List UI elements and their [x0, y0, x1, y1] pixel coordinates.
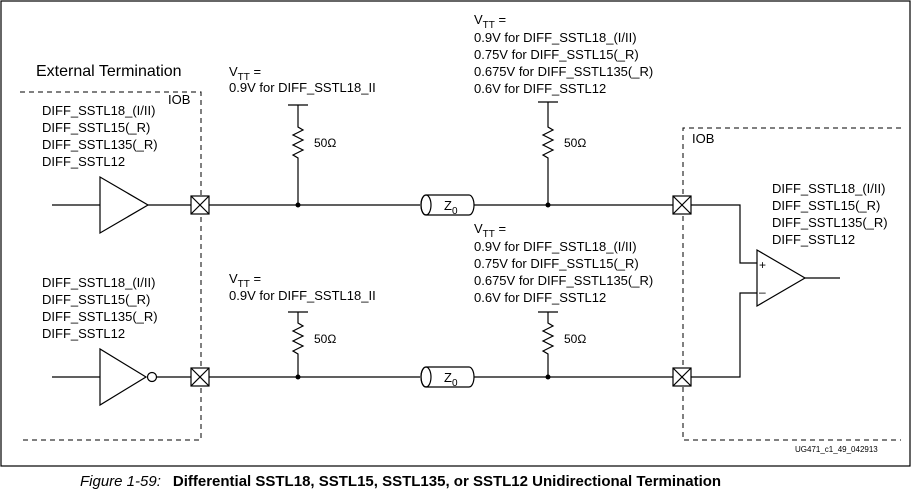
svg-text:DIFF_SSTL135(_R): DIFF_SSTL135(_R) [772, 215, 888, 230]
svg-text:Z0: Z0 [444, 370, 458, 389]
svg-text:DIFF_SSTL135(_R): DIFF_SSTL135(_R) [42, 137, 158, 152]
svg-text:DIFF_SSTL12: DIFF_SSTL12 [42, 326, 125, 341]
receiver-standards: DIFF_SSTL18_(I/II) DIFF_SSTL15(_R) DIFF_… [772, 181, 888, 247]
external-termination-label: External Termination [36, 63, 182, 80]
figure-border [0, 0, 911, 467]
bottom-transmission-line: Z0 [420, 366, 475, 389]
left-iob-label: IOB [168, 92, 190, 107]
resistor-top-source [288, 104, 308, 205]
watermark: CSDN @怪小庄吖 [788, 477, 902, 494]
svg-text:DIFF_SSTL18_(I/II): DIFF_SSTL18_(I/II) [772, 181, 885, 196]
svg-text:0.675V for DIFF_SSTL135(_R): 0.675V for DIFF_SSTL135(_R) [474, 273, 653, 288]
right-iob-boundary [682, 127, 901, 441]
bottom-driver-buffer [99, 347, 148, 407]
top-receiver-wire [691, 204, 757, 264]
receiver-plus-sign: + [759, 258, 766, 272]
vtt-label-top-receiver: VTT = 0.9V for DIFF_SSTL18_(I/II) 0.75V … [474, 12, 653, 96]
top-transmission-line: Z0 [420, 194, 475, 217]
bottom-right-pad [672, 367, 692, 387]
svg-text:0.75V for DIFF_SSTL15(_R): 0.75V for DIFF_SSTL15(_R) [474, 256, 639, 271]
svg-text:DIFF_SSTL15(_R): DIFF_SSTL15(_R) [42, 292, 150, 307]
svg-text:0.9V for DIFF_SSTL18_II: 0.9V for DIFF_SSTL18_II [229, 288, 376, 303]
bottom-left-pad [190, 367, 210, 387]
top-right-pad [672, 195, 692, 215]
top-left-pad [190, 195, 210, 215]
svg-text:0.6V for DIFF_SSTL12: 0.6V for DIFF_SSTL12 [474, 290, 606, 305]
svg-text:VTT =: VTT = [474, 12, 506, 31]
bottom-receiver-wire [691, 292, 757, 378]
resistor-label-top-source: 50Ω [314, 136, 336, 150]
svg-text:DIFF_SSTL18_(I/II): DIFF_SSTL18_(I/II) [42, 103, 155, 118]
resistor-label-bottom-receiver: 50Ω [564, 332, 586, 346]
resistor-top-receiver [538, 101, 558, 205]
svg-text:VTT =: VTT = [229, 64, 261, 83]
resistor-label-top-receiver: 50Ω [564, 136, 586, 150]
figure-caption: Figure 1-59:Differential SSTL18, SSTL15,… [80, 473, 721, 490]
svg-text:Z0: Z0 [444, 198, 458, 217]
svg-text:DIFF_SSTL12: DIFF_SSTL12 [42, 154, 125, 169]
svg-text:0.75V for DIFF_SSTL15(_R): 0.75V for DIFF_SSTL15(_R) [474, 47, 639, 62]
svg-text:0.9V for DIFF_SSTL18_(I/II): 0.9V for DIFF_SSTL18_(I/II) [474, 239, 637, 254]
vtt-label-bottom-receiver: VTT = 0.9V for DIFF_SSTL18_(I/II) 0.75V … [474, 221, 653, 305]
svg-text:DIFF_SSTL15(_R): DIFF_SSTL15(_R) [42, 120, 150, 135]
figure-id-tag: UG471_c1_49_042913 [795, 445, 878, 454]
inversion-bubble [146, 371, 158, 383]
svg-text:DIFF_SSTL15(_R): DIFF_SSTL15(_R) [772, 198, 880, 213]
driver-standards-bottom: DIFF_SSTL18_(I/II) DIFF_SSTL15(_R) DIFF_… [42, 275, 158, 341]
svg-text:DIFF_SSTL135(_R): DIFF_SSTL135(_R) [42, 309, 158, 324]
svg-text:0.675V for DIFF_SSTL135(_R): 0.675V for DIFF_SSTL135(_R) [474, 64, 653, 79]
differential-receiver [756, 248, 807, 308]
resistor-label-bottom-source: 50Ω [314, 332, 336, 346]
svg-text:DIFF_SSTL18_(I/II): DIFF_SSTL18_(I/II) [42, 275, 155, 290]
top-driver-buffer [99, 175, 150, 235]
vtt-label-top-source: VTT = 0.9V for DIFF_SSTL18_II [229, 64, 376, 95]
resistor-bottom-source [288, 311, 308, 377]
vtt-label-bottom-source: VTT = 0.9V for DIFF_SSTL18_II [229, 271, 376, 303]
svg-text:0.6V for DIFF_SSTL12: 0.6V for DIFF_SSTL12 [474, 81, 606, 96]
svg-text:0.9V for DIFF_SSTL18_II: 0.9V for DIFF_SSTL18_II [229, 80, 376, 95]
svg-text:0.9V for DIFF_SSTL18_(I/II): 0.9V for DIFF_SSTL18_(I/II) [474, 30, 637, 45]
right-iob-label: IOB [692, 131, 714, 146]
svg-text:DIFF_SSTL12: DIFF_SSTL12 [772, 232, 855, 247]
driver-standards-top: DIFF_SSTL18_(I/II) DIFF_SSTL15(_R) DIFF_… [42, 103, 158, 169]
svg-text:VTT =: VTT = [474, 221, 506, 240]
left-iob-boundary [20, 91, 202, 441]
svg-text:VTT =: VTT = [229, 271, 261, 290]
receiver-minus-sign: – [759, 285, 766, 299]
resistor-bottom-receiver [538, 311, 558, 377]
